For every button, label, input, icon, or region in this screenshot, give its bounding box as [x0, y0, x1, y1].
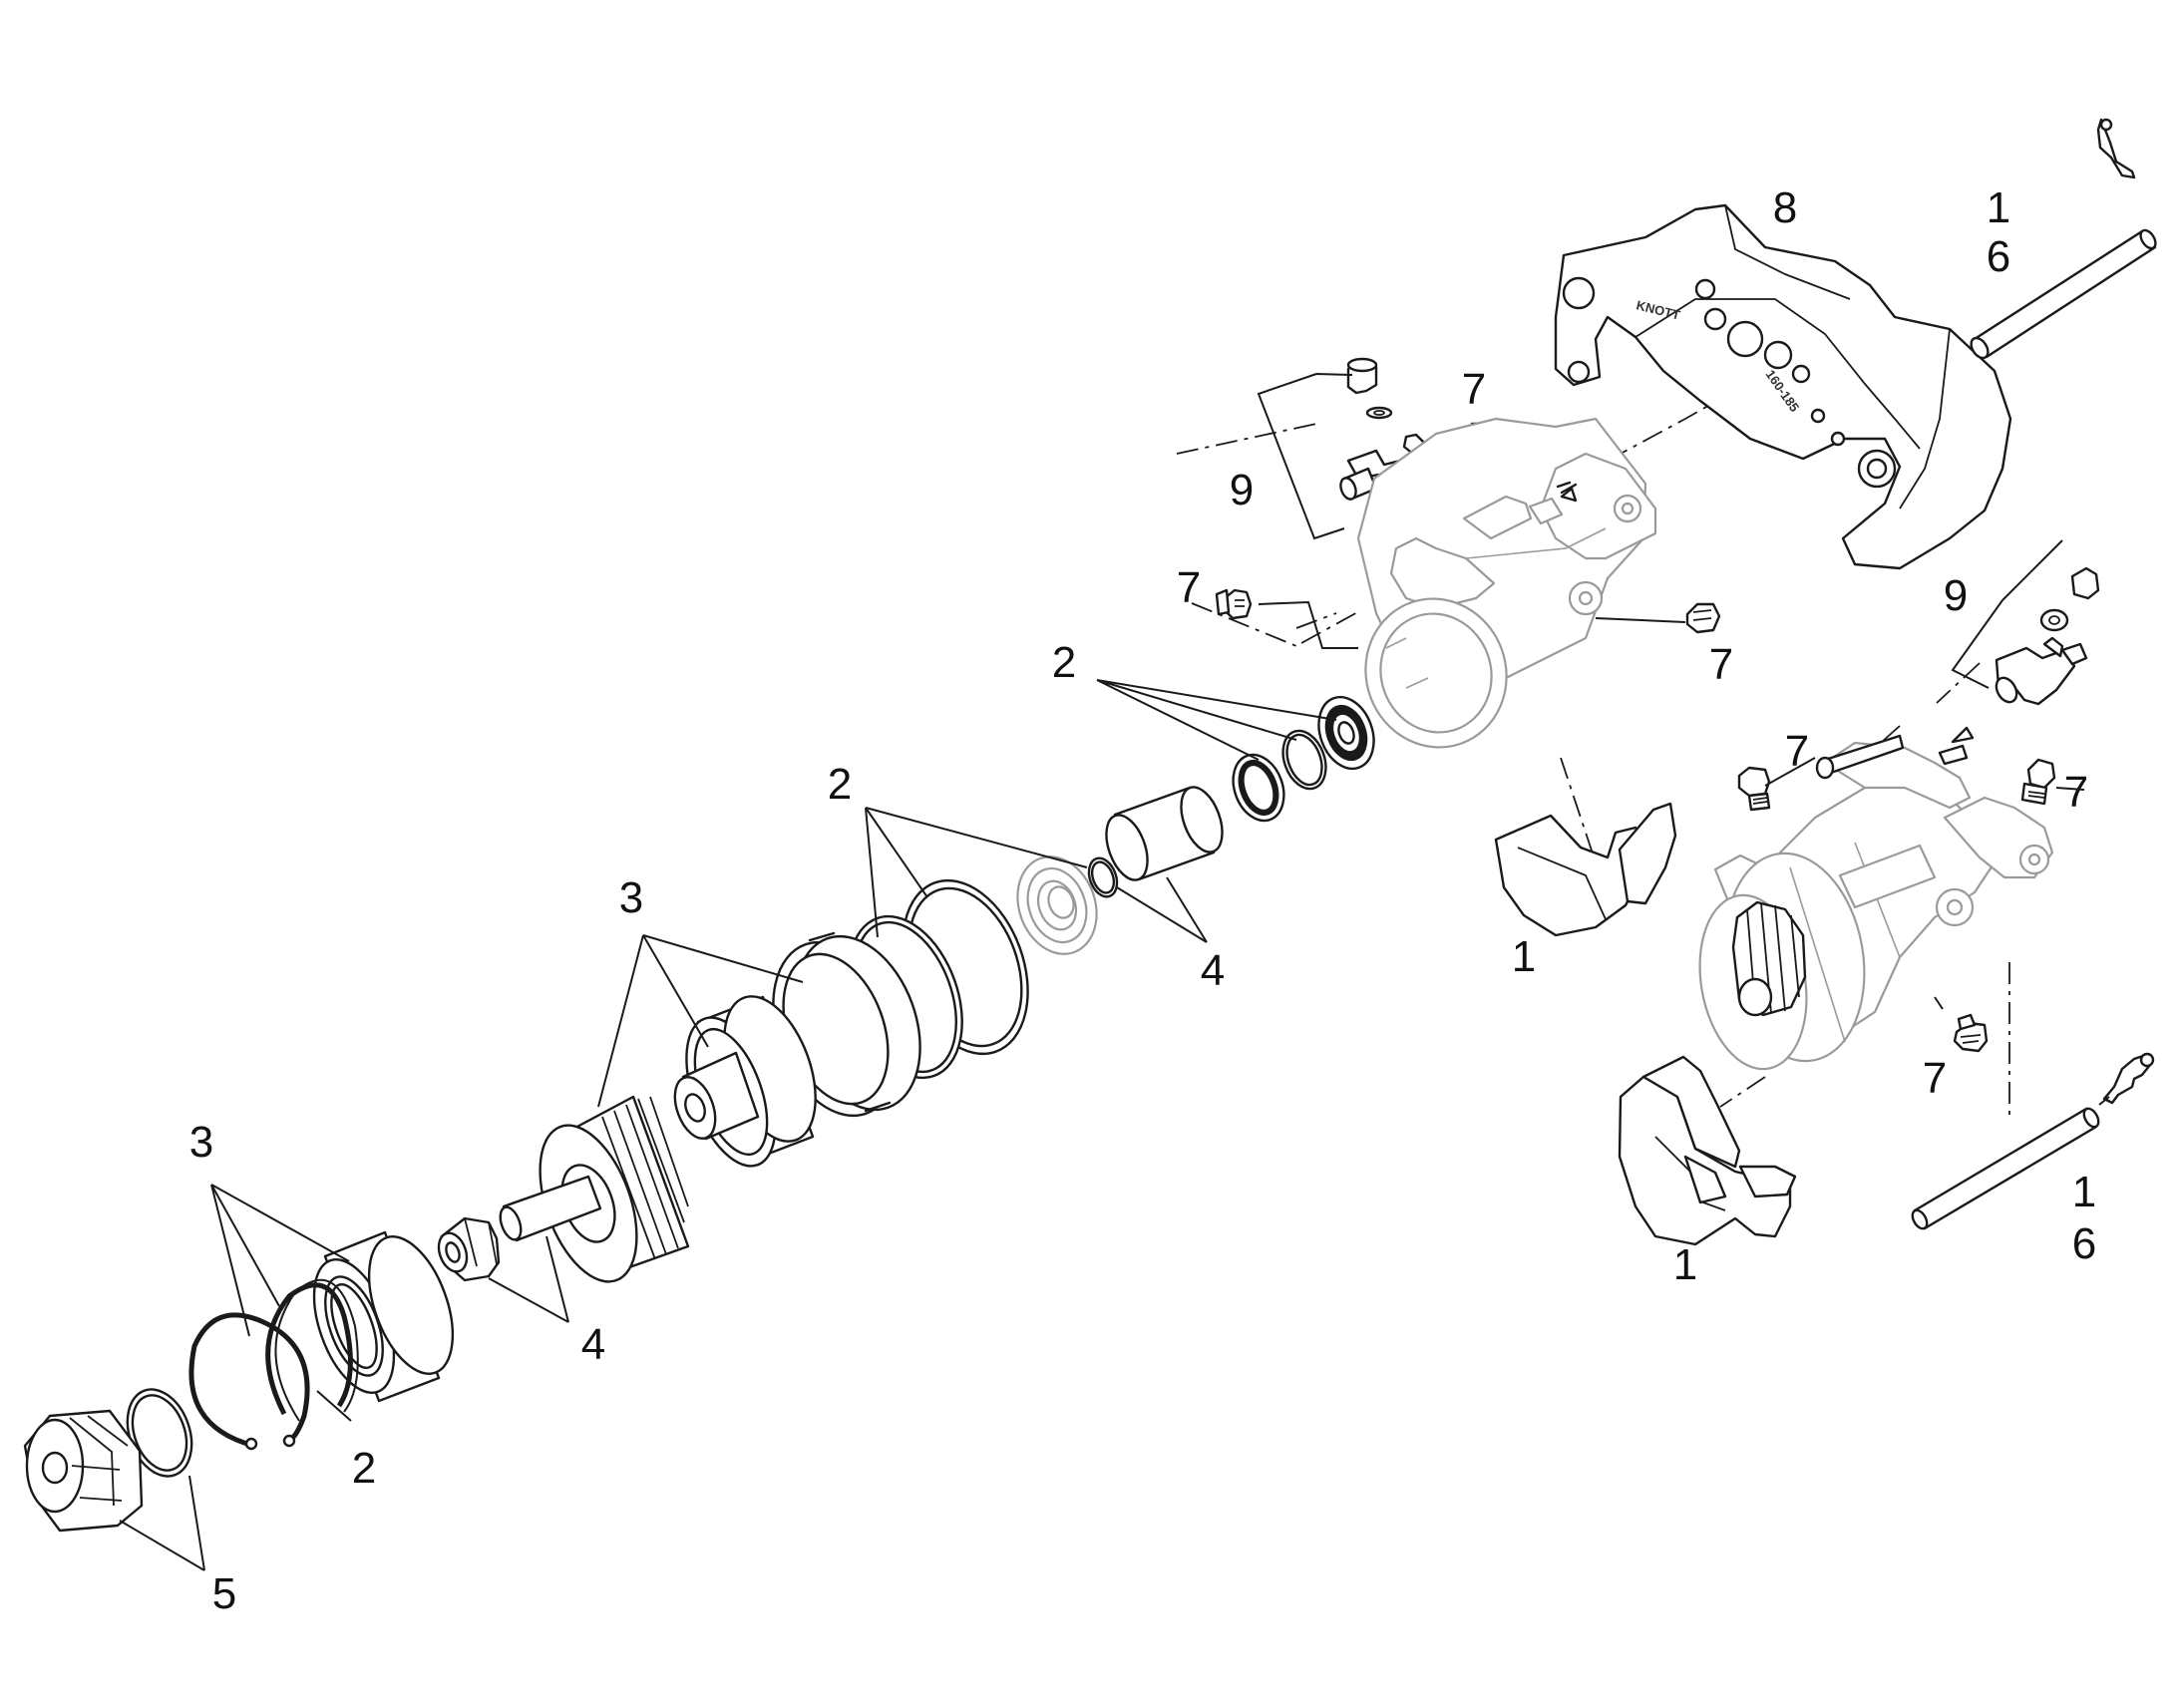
right-plug-bottom	[1953, 1013, 1989, 1053]
middle-seal-leaders	[865, 807, 1088, 938]
right-fitting-leaders	[1764, 757, 2085, 1010]
guide-pin-top	[1970, 228, 2157, 360]
lower-pistons-leaders	[210, 1184, 350, 1337]
callout-7-mid-fitting: 7	[1709, 640, 1733, 689]
callout-1-lower-pads: 1	[1673, 1240, 1697, 1289]
callout-5-knob: 5	[212, 1569, 236, 1618]
kit9-right-bracket-line	[1951, 539, 2063, 689]
callout-1-bottom-right: 1	[2072, 1168, 2096, 1216]
wire-ring-upper	[265, 1278, 359, 1422]
small-ring	[126, 1388, 193, 1478]
callout-9-right-kit: 9	[1944, 571, 1968, 620]
hex-nut	[437, 1216, 501, 1282]
dust-boot	[1016, 855, 1098, 955]
callout-7-top-fitting: 7	[1462, 365, 1486, 414]
spring-clip-top	[2096, 118, 2136, 179]
spring-clip-bottom	[2098, 1052, 2155, 1106]
guide-pin-bottom	[1911, 1107, 2100, 1230]
upper-brake-pads	[1494, 802, 1677, 937]
callout-9-left-kit: 9	[1230, 466, 1254, 514]
callout-8-carrier: 8	[1773, 183, 1797, 232]
knob-ring-leaders	[119, 1475, 205, 1571]
callout-4-upper-pin: 4	[1201, 946, 1225, 995]
small-o-ring	[1087, 856, 1119, 898]
upper-caliper-housing	[1356, 417, 1657, 749]
upper-seal-set	[1232, 695, 1375, 823]
right-plug-top	[1737, 766, 1771, 812]
piston-pleated-boot	[499, 1095, 690, 1283]
kit9-left-bracket-line	[1257, 373, 1353, 540]
callout-3-lower-pistons: 3	[189, 1118, 213, 1167]
lower-ring-leader	[316, 1390, 352, 1422]
callout-1-top-right: 1	[1987, 183, 2010, 232]
callout-7-left-fitting: 7	[1177, 563, 1201, 612]
callout-2-mid-seals: 2	[828, 760, 852, 809]
callout-2-upper-seals: 2	[1052, 638, 1076, 687]
piston-cup	[673, 995, 817, 1168]
callout-labels: 1 6 8 9 7 7 7 2 2 3 4 4 3 2 5 1 9 7 7 7 …	[189, 183, 2096, 1618]
callout-7-right-bottom: 7	[1923, 1054, 1947, 1103]
callout-6-bottom-right: 6	[2072, 1219, 2096, 1268]
pistons-upper-leaders	[597, 934, 804, 1108]
carrier-bracket: KNOTT 160-185	[1554, 203, 2012, 570]
callout-7-right-side: 7	[2064, 768, 2088, 817]
right-caliper-housing	[1698, 726, 2054, 1071]
callout-7-right-top: 7	[1785, 727, 1809, 776]
lower-brake-pads	[1618, 1055, 1797, 1246]
lower-pin-leaders	[488, 1235, 569, 1323]
callout-1-upper-pads: 1	[1512, 932, 1536, 981]
bleeder-kit-right	[1995, 566, 2100, 706]
right-grease-nipple	[2020, 758, 2056, 806]
piston-pin	[1105, 786, 1224, 881]
plug-fitting-mid	[1685, 602, 1721, 634]
upper-seal-leaders	[1096, 679, 1337, 761]
callout-3-upper-pistons: 3	[619, 873, 643, 922]
adjuster-knob	[23, 1409, 144, 1533]
circlip	[188, 1312, 310, 1451]
callout-4-lower-pin: 4	[581, 1320, 605, 1369]
upper-fitting-leaders	[1258, 600, 1686, 649]
upper-pin-leaders	[1116, 876, 1208, 943]
callout-6-top-right: 6	[1987, 232, 2010, 281]
plug-fitting-left	[1215, 588, 1253, 620]
callout-2-lower-ring: 2	[352, 1444, 376, 1493]
